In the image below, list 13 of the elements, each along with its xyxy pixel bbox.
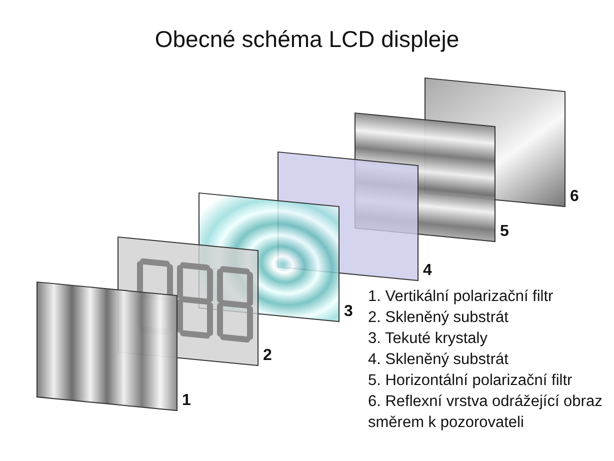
callout-number: 4 [423, 262, 432, 280]
legend-text: 2. Skleněný substrát [368, 308, 510, 328]
callout-number: 2 [263, 347, 272, 365]
legend-text: 6. Reflexní vrstva odrážející obraz směrem k pozorovateli [368, 392, 604, 432]
legend-text: 4. Skleněný substrát [368, 350, 510, 370]
callout-number: 5 [500, 223, 509, 241]
title: Obecné schéma LCD displeje [154, 26, 460, 53]
legend-text: 3. Tekuté krystaly [368, 329, 488, 349]
callout-number: 6 [570, 188, 579, 206]
legend-text: 5. Horizontální polarizační filtr [368, 371, 574, 391]
callout-number: 1 [182, 392, 191, 410]
callout-number: 3 [344, 303, 353, 321]
legend-text: 1. Vertikální polarizační filtr [368, 287, 554, 307]
